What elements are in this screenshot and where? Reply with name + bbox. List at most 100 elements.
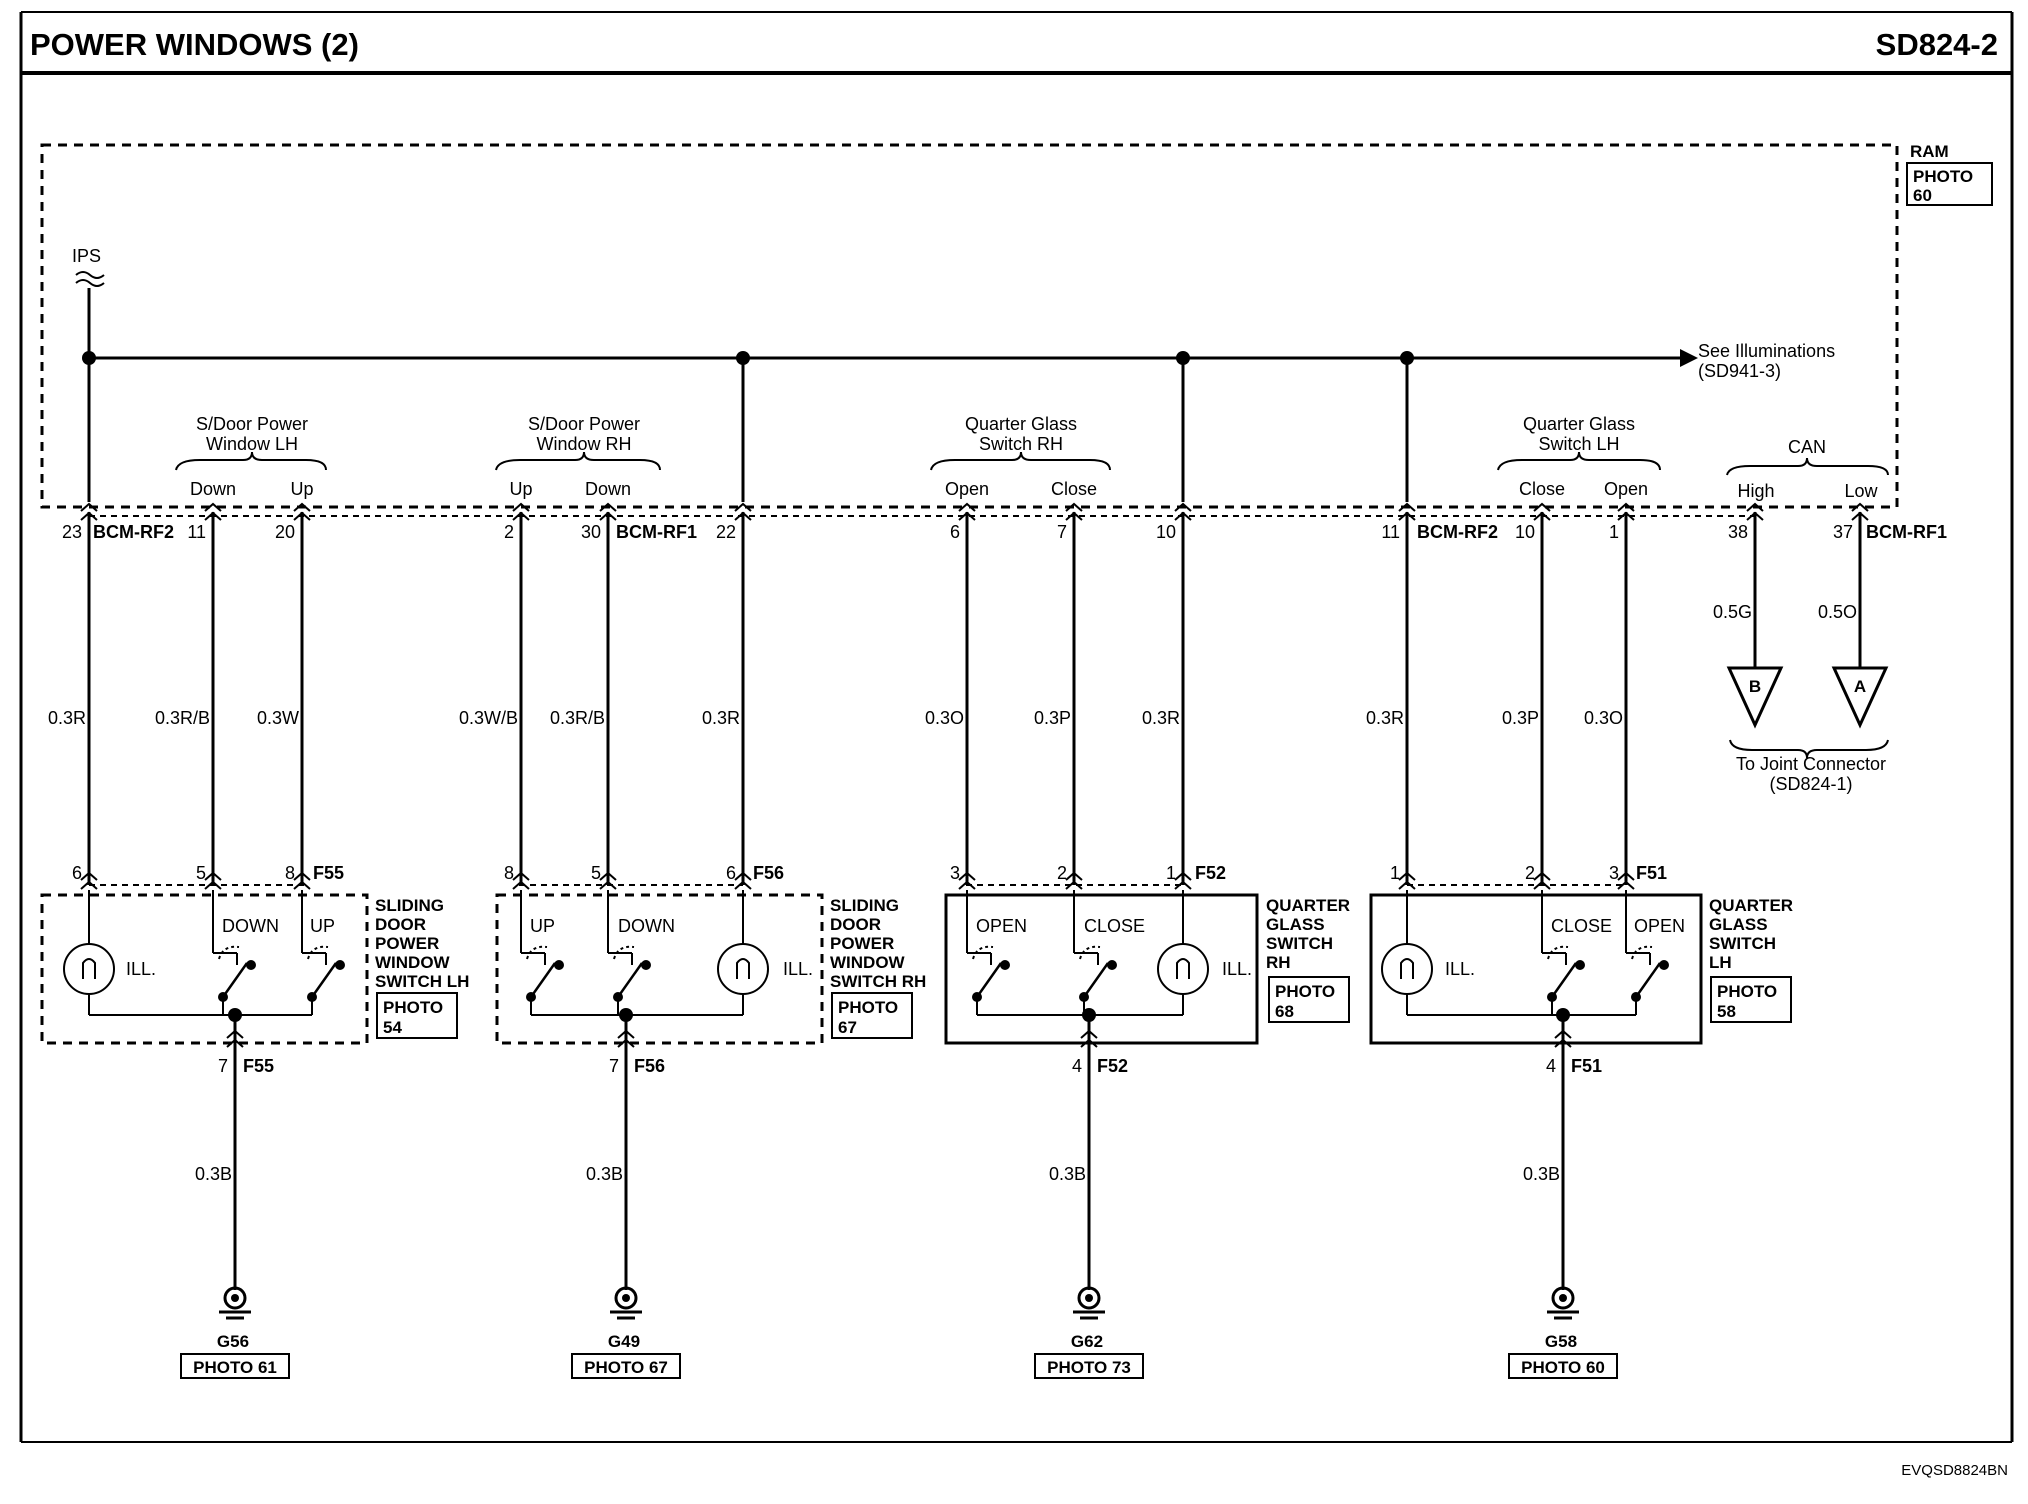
svg-text:POWER: POWER (830, 934, 894, 953)
joint-arrow-a: A (1831, 666, 1889, 729)
svg-text:SWITCH RH: SWITCH RH (830, 972, 926, 991)
svg-text:High: High (1737, 481, 1774, 501)
svg-text:PHOTO: PHOTO (1717, 982, 1777, 1001)
contact-label: DOWN (618, 916, 675, 936)
svg-text:PHOTO: PHOTO (383, 998, 443, 1017)
connector-bcm-rf1-a: BCM-RF1 (616, 522, 697, 542)
bcm-pin-number: 23 (62, 522, 82, 542)
svg-text:WINDOW: WINDOW (375, 953, 451, 972)
ground-name: G62 (1071, 1332, 1103, 1351)
wire-color-label: 0.3O (925, 708, 964, 728)
bcm-pin-number: 22 (716, 522, 736, 542)
svg-text:SWITCH LH: SWITCH LH (375, 972, 469, 991)
contact-label: UP (310, 916, 335, 936)
illumination-lamp (1381, 943, 1433, 995)
contact-label: UP (530, 916, 555, 936)
svg-text:68: 68 (1275, 1002, 1294, 1021)
connector-f56-top: F56 (753, 863, 784, 883)
connector-f52-top: F52 (1195, 863, 1226, 883)
ground-wire-color: 0.3B (195, 1164, 232, 1184)
ips-label: IPS (72, 246, 101, 266)
ground-icon (608, 1286, 644, 1320)
ground-photo: PHOTO 73 (1047, 1358, 1131, 1377)
svg-text:Close: Close (1519, 479, 1565, 499)
svg-text:Open: Open (945, 479, 989, 499)
svg-text:Switch RH: Switch RH (979, 434, 1063, 454)
contact-label: CLOSE (1084, 916, 1145, 936)
ground-connector: F51 (1571, 1056, 1602, 1076)
ground-wire-color: 0.3B (586, 1164, 623, 1184)
svg-text:Window RH: Window RH (536, 434, 631, 454)
svg-text:Open: Open (1604, 479, 1648, 499)
ground-name: G56 (217, 1332, 249, 1351)
svg-text:POWER: POWER (375, 934, 439, 953)
bcm-pin-number: 10 (1156, 522, 1176, 542)
group-sdoor-lh: S/Door Power Window LH Down Up (175, 414, 327, 499)
bcm-pin-number: 20 (275, 522, 295, 542)
ground-connector: F55 (243, 1056, 274, 1076)
contact-label: OPEN (1634, 916, 1685, 936)
switch-label-sdoor-lh: SLIDING DOOR POWER WINDOW SWITCH LH PHOT… (375, 896, 469, 1039)
ground-connector: F52 (1097, 1056, 1128, 1076)
svg-text:B: B (1749, 677, 1761, 696)
switch-pin-number: 8 (285, 863, 295, 883)
illumination-lamp (63, 943, 115, 995)
svg-text:S/Door Power: S/Door Power (196, 414, 308, 434)
switch-pin-number: 2 (1057, 863, 1067, 883)
svg-text:CAN: CAN (1788, 437, 1826, 457)
switch-label-quarter-rh: QUARTER GLASS SWITCH RH PHOTO 68 (1266, 896, 1350, 1023)
ram-photo-label: PHOTO (1913, 167, 1973, 186)
wire-color-label: 0.5O (1818, 602, 1857, 622)
ram-label: RAM (1910, 142, 1949, 161)
ram-photo-number: 60 (1913, 186, 1932, 205)
joint-connector-ref: (SD824-1) (1769, 774, 1852, 794)
svg-text:A: A (1854, 677, 1866, 696)
ground-photo: PHOTO 61 (193, 1358, 277, 1377)
svg-text:LH: LH (1709, 953, 1732, 972)
svg-text:PHOTO: PHOTO (1275, 982, 1335, 1001)
svg-text:58: 58 (1717, 1002, 1736, 1021)
joint-connector-label: To Joint Connector (1736, 754, 1886, 774)
svg-text:SLIDING: SLIDING (375, 896, 444, 915)
svg-text:WINDOW: WINDOW (830, 953, 906, 972)
wire-color-label: 0.3R (1366, 708, 1404, 728)
svg-text:Close: Close (1051, 479, 1097, 499)
see-illuminations-ref: (SD941-3) (1698, 361, 1781, 381)
switch-pin-number: 1 (1390, 863, 1400, 883)
switch-pin-number: 3 (950, 863, 960, 883)
svg-text:DOOR: DOOR (375, 915, 426, 934)
connector-bcm-rf1-b: BCM-RF1 (1866, 522, 1947, 542)
connector-f51-top: F51 (1636, 863, 1667, 883)
ground-name: G58 (1545, 1332, 1577, 1351)
switch-pin-number: 6 (72, 863, 82, 883)
ground-icon (1071, 1286, 1107, 1320)
wire-color-label: 0.3R (48, 708, 86, 728)
wire-color-label: 0.3W (257, 708, 299, 728)
svg-text:Quarter Glass: Quarter Glass (1523, 414, 1635, 434)
wire-color-label: 0.3W/B (459, 708, 518, 728)
ground-pin: 7 (218, 1056, 228, 1076)
wire-color-label: 0.3R (1142, 708, 1180, 728)
connector-f55-top: F55 (313, 863, 344, 883)
contact-label: CLOSE (1551, 916, 1612, 936)
connector-bcm-rf2-b: BCM-RF2 (1417, 522, 1498, 542)
joint-arrow-b: B (1726, 666, 1784, 729)
bcm-pin-number: 6 (950, 522, 960, 542)
ground-wire-color: 0.3B (1523, 1164, 1560, 1184)
illumination-lamp (1157, 943, 1209, 995)
contact-label: OPEN (976, 916, 1027, 936)
illumination-arrow (1680, 349, 1698, 367)
wire-color-label: 0.3P (1502, 708, 1539, 728)
ground-pin: 4 (1072, 1056, 1082, 1076)
ground-pin: 7 (609, 1056, 619, 1076)
switch-pin-number: 5 (196, 863, 206, 883)
svg-text:Low: Low (1844, 481, 1878, 501)
ill-label: ILL. (783, 959, 813, 979)
drawing-code: EVQSD8824BN (1901, 1462, 2008, 1479)
